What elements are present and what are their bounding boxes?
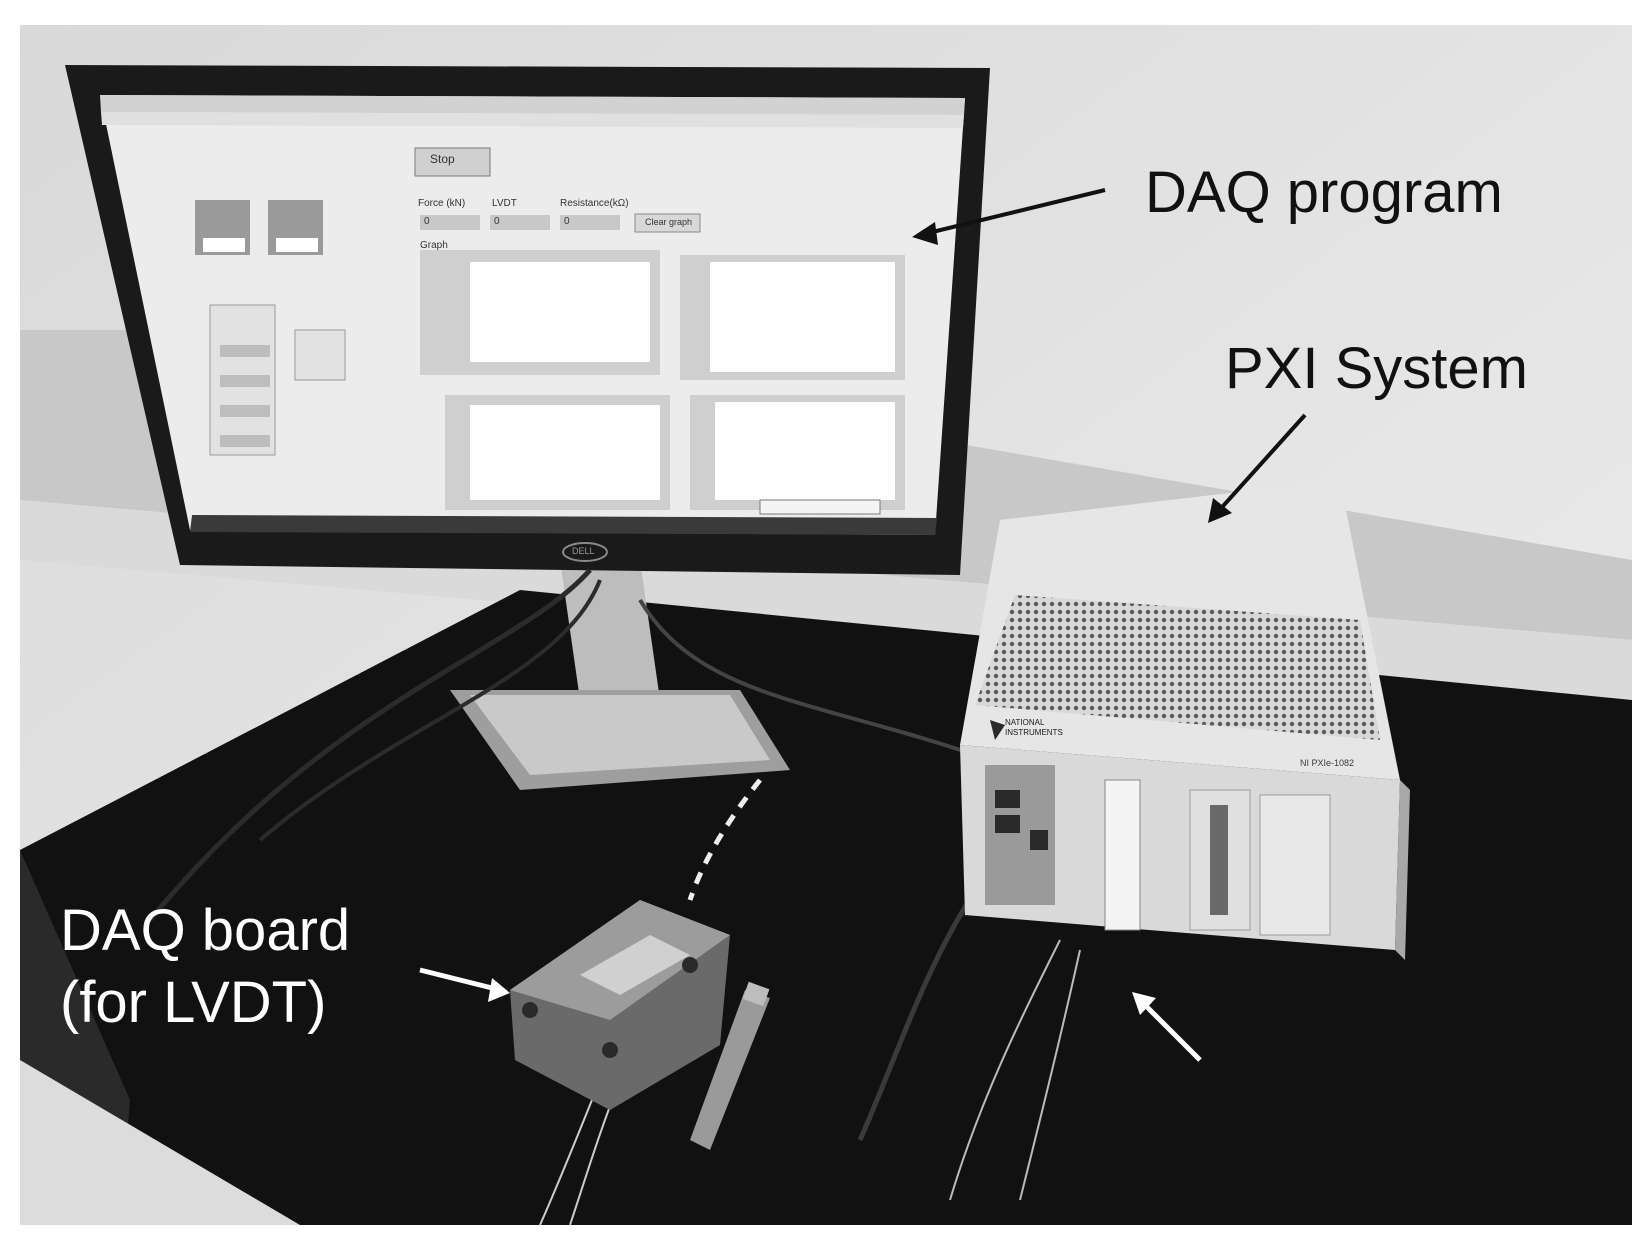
stop-button xyxy=(414,147,491,177)
pxi-vent xyxy=(975,595,1380,740)
resistance-value: 0 xyxy=(564,216,570,227)
label-daq-board-lvdt-line1: DAQ board xyxy=(60,898,351,963)
arrow-daq-lvdt xyxy=(419,967,501,993)
stop-button-label[interactable]: Stop xyxy=(430,152,455,166)
force-label: Force (kN) xyxy=(418,198,466,209)
label-daq-board-lvdt-line2: (for LVDT) xyxy=(60,970,327,1035)
lvdt-sensor xyxy=(690,990,770,1150)
lvdt-label: LVDT xyxy=(492,198,517,209)
label-daq-board-force-line1: DAQ board xyxy=(1240,1058,1531,1123)
graph-label: Graph xyxy=(420,240,448,251)
arrow-pxi-system xyxy=(1213,413,1307,517)
arrow-daq-force xyxy=(1138,998,1202,1062)
resistance-label: Resistance(kΩ) xyxy=(560,198,629,209)
monitor-stand-neck xyxy=(560,560,660,700)
arrow-daq-program xyxy=(919,188,1106,237)
force-value: 0 xyxy=(424,216,430,227)
dell-logo xyxy=(562,542,608,562)
label-pxi-system: PXI System xyxy=(1225,336,1528,401)
chassis-model: NI PXIe-1082 xyxy=(1300,758,1355,768)
monitor-brand: DELL xyxy=(572,546,595,556)
daq-board-force xyxy=(1104,779,1141,931)
label-daq-program: DAQ program xyxy=(1145,160,1503,225)
ni-brand-line2: INSTRUMENTS xyxy=(1005,728,1063,737)
clear-graph-button[interactable]: Clear graph xyxy=(645,217,693,227)
label-daq-board-force-line2: (for Force washer) xyxy=(1145,1133,1587,1193)
ni-brand-line1: NATIONAL xyxy=(1005,718,1045,727)
lvdt-value: 0 xyxy=(494,216,500,227)
